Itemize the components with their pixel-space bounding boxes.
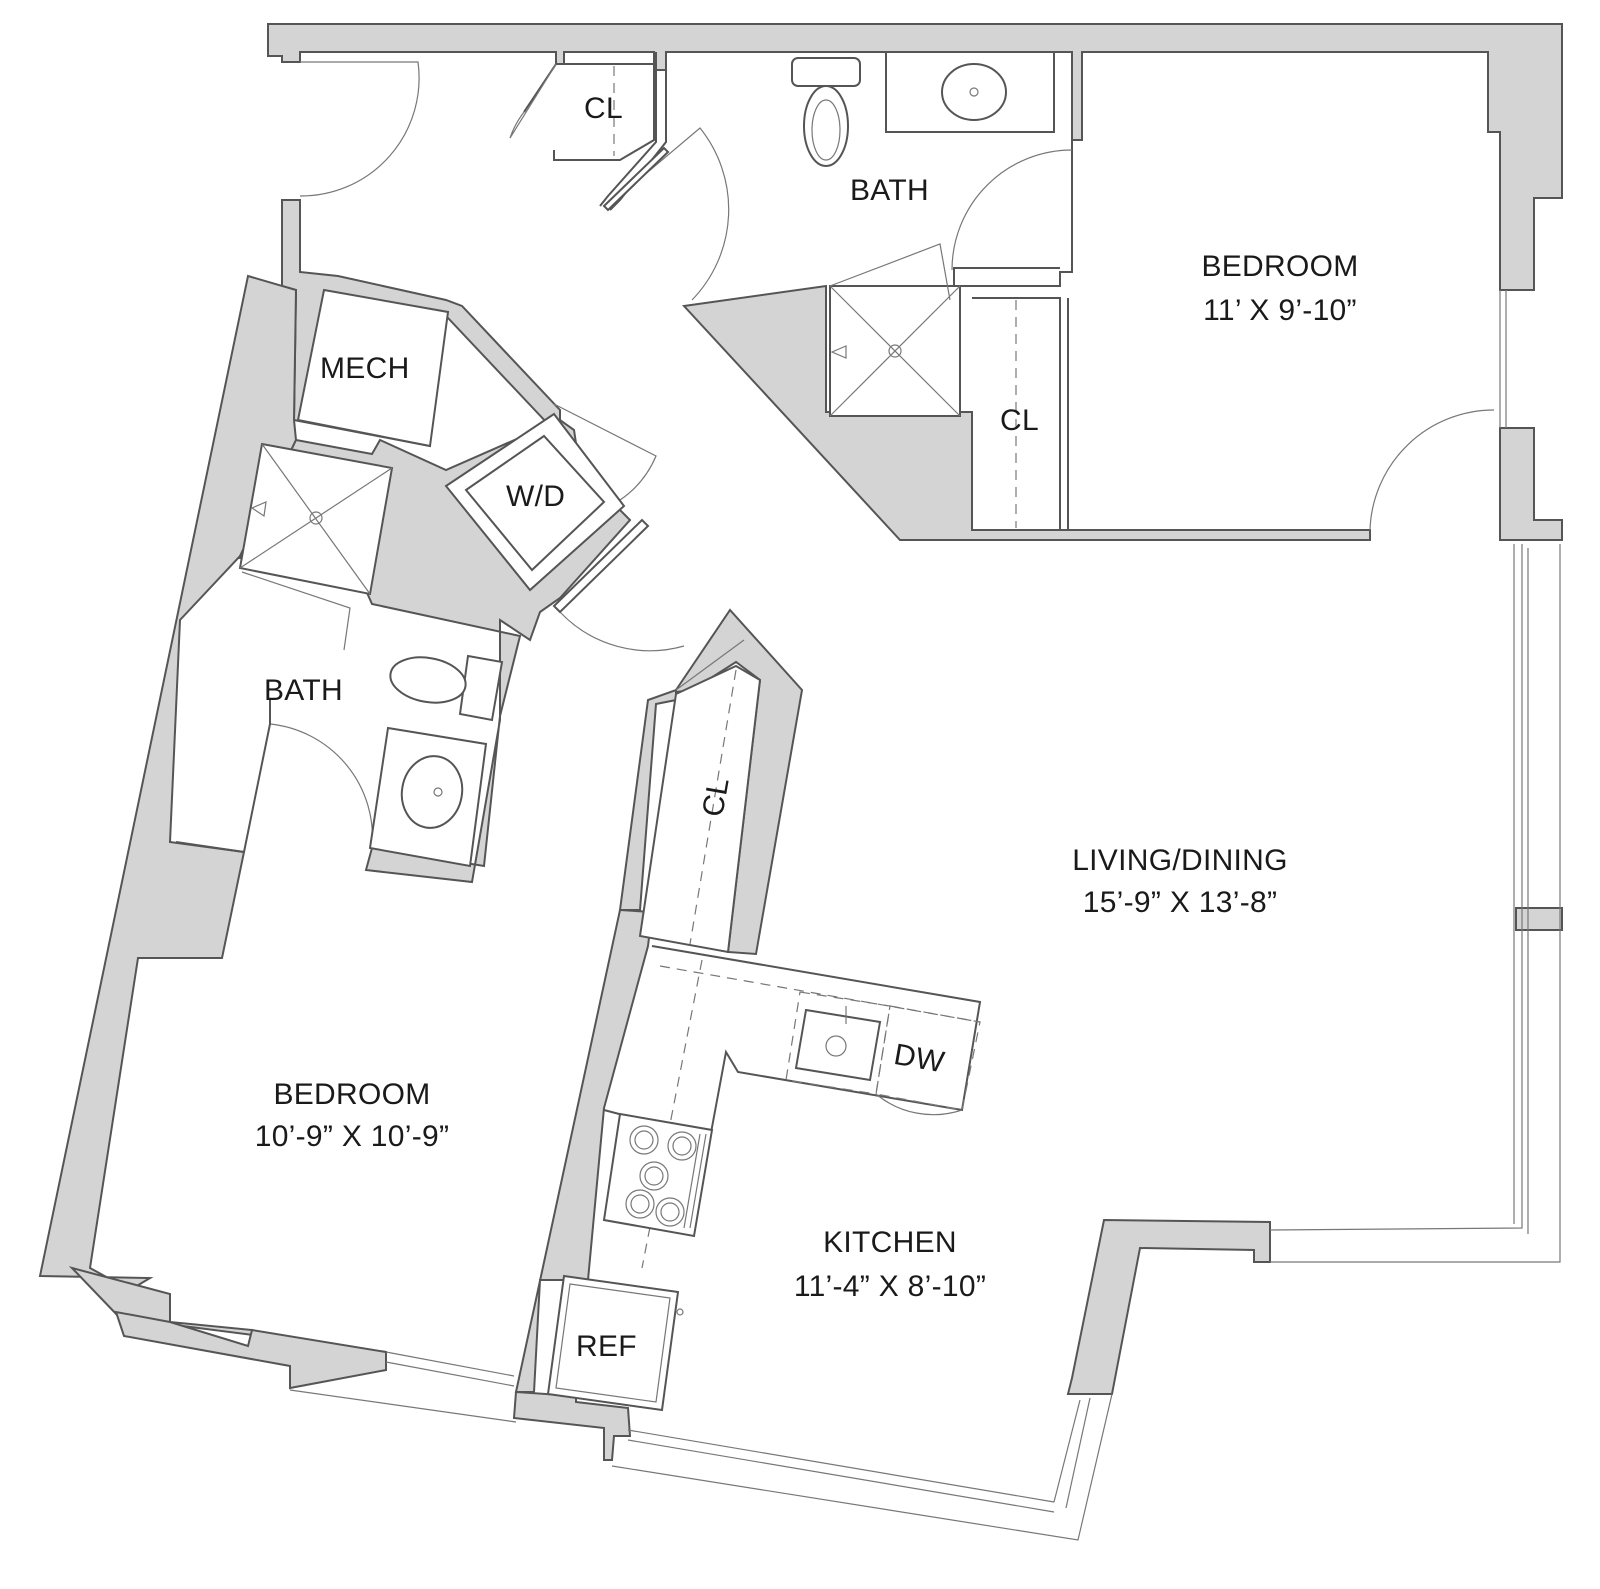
range-icon	[602, 1112, 714, 1238]
east-wall-pier	[1499, 427, 1563, 541]
shower-west-door	[241, 571, 351, 651]
bedroom-west-south-wall-b	[114, 1310, 387, 1390]
door-bedroom-north-swing	[951, 149, 1073, 271]
door-bedroom-north-living-swing	[1369, 409, 1495, 531]
label-washer-dryer: W/D	[506, 480, 565, 513]
closet-bedroom-north-box	[972, 297, 1069, 530]
door-swings	[269, 61, 1495, 849]
door-wd-swing	[553, 403, 657, 501]
window-bedroom-west	[289, 1351, 517, 1423]
labels: CL BATH BEDROOM 11’ X 9’-10” MECH CL W/D…	[255, 92, 1359, 1363]
windows	[289, 1351, 1113, 1541]
label-mech: MECH	[320, 352, 410, 385]
door-closet-entry-swing	[509, 63, 557, 139]
label-bedroom-west-size: 10’-9” X 10’-9”	[255, 1120, 450, 1153]
toilet-north-tank	[791, 57, 861, 87]
east-glazing	[1269, 290, 1561, 1263]
east-wall-mullion	[1515, 907, 1563, 931]
label-closet-bedroom-north: CL	[1000, 404, 1039, 437]
bath-west-partition	[175, 700, 271, 853]
sink-west-icon	[400, 755, 464, 829]
label-bath-west: BATH	[264, 674, 343, 707]
door-bath-west-inner-swing	[269, 723, 374, 849]
closet-hall-rod	[689, 669, 737, 945]
washer-dryer-inner	[464, 434, 606, 572]
label-living-dining-name: LIVING/DINING	[1072, 844, 1288, 877]
mech-room-icon	[296, 288, 450, 448]
label-bedroom-west-name: BEDROOM	[273, 1078, 430, 1111]
shower-north-door	[829, 243, 951, 301]
window-kitchen-south	[611, 1393, 1113, 1541]
door-entry-swing	[299, 61, 420, 197]
label-refrigerator: REF	[576, 1330, 637, 1363]
bath-north-east-partition	[953, 140, 1073, 287]
door-leaf-wd	[552, 518, 650, 614]
walls	[38, 23, 1563, 1461]
label-bedroom-north-name: BEDROOM	[1201, 250, 1358, 283]
sink-north-drain-icon	[969, 87, 979, 97]
label-living-dining-size: 15’-9” X 13’-8”	[1083, 886, 1278, 919]
label-dishwasher: DW	[891, 1038, 947, 1079]
label-bedroom-north-size: 11’ X 9’-10”	[1203, 294, 1357, 327]
bedroom-north-wedge-wall	[681, 284, 1371, 541]
toilet-north-icon	[803, 85, 849, 167]
fixtures	[175, 51, 1055, 1412]
sink-north-icon	[941, 63, 1007, 121]
refrigerator-icon	[546, 1274, 680, 1412]
counter-line-north	[659, 965, 981, 1023]
door-bath-north-swing	[609, 127, 730, 301]
kitchen-southwest-pier	[512, 1390, 632, 1461]
door-bath-west-swing	[559, 611, 685, 652]
kitchen-southeast-pier	[1066, 1218, 1271, 1395]
label-closet-hall: CL	[696, 775, 735, 819]
label-kitchen-size: 11’-4” X 8’-10”	[794, 1270, 986, 1303]
kitchen-sink-icon	[794, 1008, 882, 1082]
closet-hall-outline	[638, 664, 762, 954]
label-bath-north: BATH	[850, 174, 929, 207]
door-hall-closet-swing	[675, 639, 745, 691]
partitions	[523, 52, 1561, 1263]
door-leaf-bath-north	[602, 146, 670, 212]
toilet-west-tank	[458, 654, 504, 722]
kitchen-sink-cabinet	[785, 991, 891, 1095]
toilet-west-icon	[389, 656, 467, 704]
label-kitchen-name: KITCHEN	[823, 1226, 957, 1259]
label-closet-entry: CL	[584, 92, 623, 125]
